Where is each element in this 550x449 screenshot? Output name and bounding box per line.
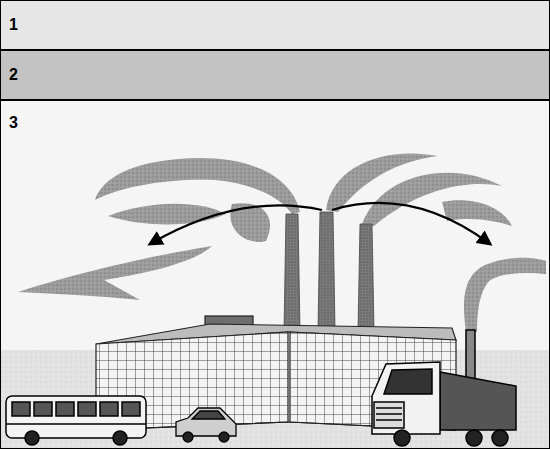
band-ground <box>0 0 550 50</box>
band-ground <box>0 100 550 449</box>
band-number: 1 <box>9 16 18 34</box>
truck <box>372 330 516 446</box>
band: 2 <box>0 50 550 100</box>
band-number: 3 <box>9 114 18 132</box>
band-ground <box>0 50 550 100</box>
band: 1 <box>0 0 550 50</box>
band: 3 <box>0 100 550 449</box>
factory-building <box>96 316 456 430</box>
bus <box>6 396 146 445</box>
smokestack <box>284 212 374 332</box>
car <box>176 408 236 442</box>
band-number: 2 <box>9 66 18 84</box>
smoke-plumes <box>18 153 546 332</box>
